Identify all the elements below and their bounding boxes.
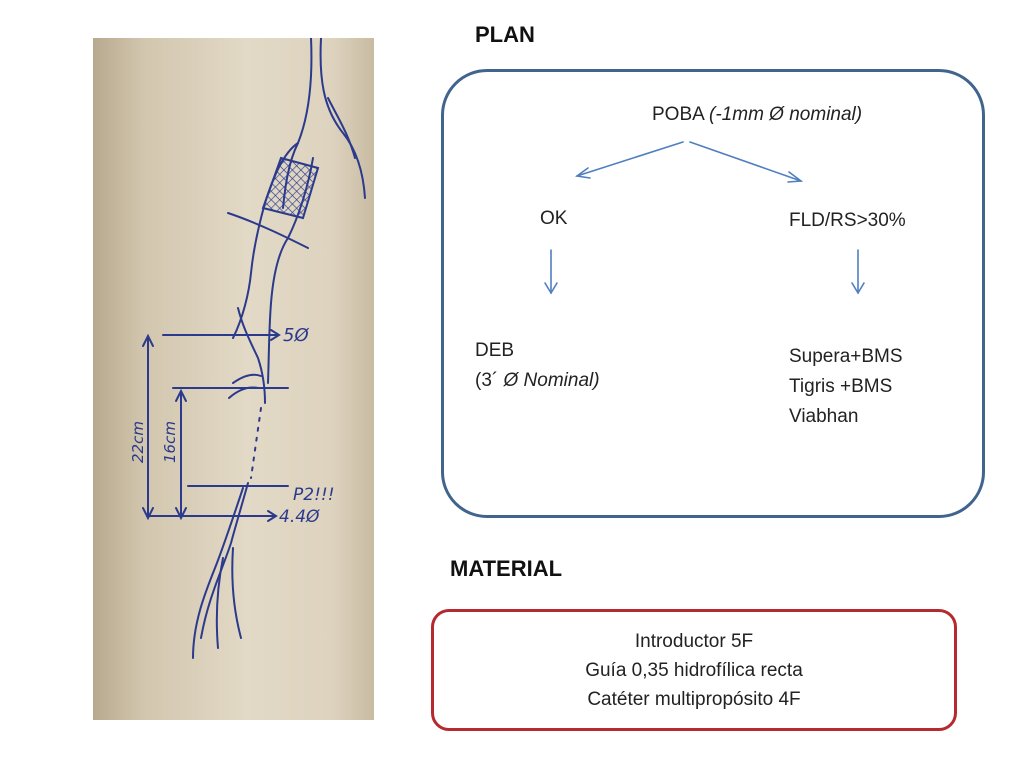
distal-arrow-head: [267, 510, 278, 522]
right-condition: FLD/RS>30%: [789, 210, 906, 231]
lesion-length-arrow-bottom: [175, 507, 187, 521]
vessel-lower-outline-2: [192, 487, 244, 659]
vessel-branch: [327, 97, 356, 159]
material-box: Introductor 5F Guía 0,35 hidrofílica rec…: [431, 609, 957, 731]
vessel-lower-branch-1: [215, 557, 224, 649]
root-note: (-1mm Ø nominal): [709, 104, 863, 125]
left-action-note: (3´ Ø Nominal): [475, 370, 600, 391]
distal-diameter-label: 4.4Ø: [279, 507, 320, 527]
side-branch-1: [232, 373, 262, 384]
side-branch-2: [228, 386, 259, 399]
vessel-lower-branch-2: [231, 547, 242, 639]
left-action: DEB (3´ Ø Nominal): [475, 336, 600, 396]
root-node: POBA (-1mm Ø nominal): [652, 100, 862, 130]
lesion-length-label: 16cm: [161, 421, 179, 463]
total-length-arrow-top: [142, 333, 154, 347]
plan-heading: PLAN: [475, 22, 535, 47]
vessel-lower-left: [237, 307, 266, 404]
material-heading: MATERIAL: [450, 556, 563, 581]
plan-box: [441, 69, 985, 518]
right-option-3: Viabhan: [789, 406, 859, 427]
landmark-line-1: [227, 212, 309, 249]
right-option-1: Supera+BMS: [789, 346, 903, 367]
material-item-2: Guía 0,35 hidrofílica recta: [585, 659, 803, 681]
root-main: POBA: [652, 104, 710, 125]
sketch-photo: 5Ø 4.4Ø P2!!! 22cm 16cm: [93, 38, 374, 720]
material-item-3: Catéter multipropósito 4F: [587, 688, 801, 710]
vessel-lower-outline-1: [200, 482, 249, 639]
occlusion-dotted: [250, 407, 262, 479]
vessel-sketch: 5Ø 4.4Ø P2!!! 22cm 16cm: [129, 38, 366, 659]
left-condition: OK: [540, 208, 568, 229]
right-option-2: Tigris +BMS: [789, 376, 893, 397]
total-length-label: 22cm: [129, 421, 147, 463]
total-length-arrow-bottom: [142, 507, 154, 521]
material-item-1: Introductor 5F: [634, 630, 754, 652]
point-label: P2!!!: [293, 485, 335, 505]
lesion-length-arrow-top: [175, 388, 187, 402]
left-action-title: DEB: [475, 340, 515, 361]
right-options: Supera+BMS Tigris +BMS Viabhan: [789, 342, 903, 432]
proximal-arrow-head: [270, 329, 281, 341]
proximal-diameter-label: 5Ø: [283, 325, 309, 346]
vessel-outline-upper-right: [319, 38, 366, 199]
stent-hatched-segment: [261, 156, 320, 220]
